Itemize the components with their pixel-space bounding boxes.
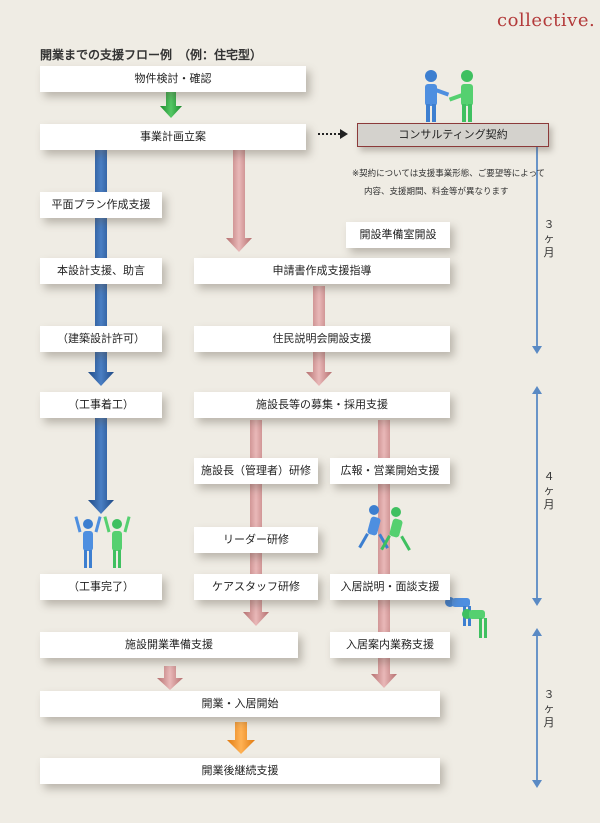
box-opening: 開業・入居開始 xyxy=(40,691,440,717)
box-recruit: 施設長等の募集・採用支援 xyxy=(194,392,450,418)
pink-arrow-1 xyxy=(226,150,252,252)
running-people-icon xyxy=(358,505,411,551)
period-1-suffix: 月 xyxy=(543,246,555,259)
orange-arrow xyxy=(227,722,255,754)
box-move-in-interview: 入居説明・面談支援 xyxy=(330,574,450,600)
box-construction-done: （工事完了） xyxy=(40,574,162,600)
box-application: 申請書作成支援指導 xyxy=(194,258,450,284)
box-construction-start: （工事着工） xyxy=(40,392,162,418)
pink-arrow-5 xyxy=(157,666,183,690)
blue-arrow-lower xyxy=(88,418,114,514)
period-label-3: ３ ヶ 月 xyxy=(542,688,556,730)
period-1-num: ３ xyxy=(543,218,555,231)
box-care-staff: ケアスタッフ研修 xyxy=(194,574,318,600)
box-plan-support: 平面プラン作成支援 xyxy=(40,192,162,218)
dotted-arrow-head xyxy=(340,129,348,139)
box-business-plan: 事業計画立案 xyxy=(40,124,306,150)
box-prep-office: 開設準備室開設 xyxy=(346,222,450,248)
period-2-suffix: 月 xyxy=(543,498,555,511)
contract-note-line2: 内容、支援期間、料金等が異なります xyxy=(364,187,509,197)
period-3-unit: ヶ xyxy=(543,702,555,715)
period-3-suffix: 月 xyxy=(543,716,555,729)
box-permit: （建築設計許可） xyxy=(40,326,162,352)
pink-arrow-4 xyxy=(371,420,397,688)
brand-logo: collective. xyxy=(497,10,596,31)
cheering-people-icon xyxy=(74,516,131,568)
period-label-2: ４ ヶ 月 xyxy=(542,470,556,512)
timeline-2 xyxy=(532,386,542,606)
period-label-1: ３ ヶ 月 xyxy=(542,218,556,260)
box-move-in-guide: 入居案内業務支援 xyxy=(330,632,450,658)
consulting-contract-box: コンサルティング契約 xyxy=(357,123,549,147)
box-design-support: 本設計支援、助言 xyxy=(40,258,162,284)
box-facility-prep: 施設開業準備支援 xyxy=(40,632,298,658)
contract-note-line1: ※契約については支援事業形態、ご要望等によって xyxy=(352,169,546,179)
green-arrow xyxy=(160,92,182,118)
bowing-people-icon xyxy=(445,597,487,638)
period-1-unit: ヶ xyxy=(543,232,555,245)
period-2-unit: ヶ xyxy=(543,484,555,497)
page-title: 開業までの支援フロー例 （例：住宅型） xyxy=(40,48,263,62)
box-resident-meeting: 住民説明会開設支援 xyxy=(194,326,450,352)
box-followup: 開業後継続支援 xyxy=(40,758,440,784)
box-leader-training: リーダー研修 xyxy=(194,527,318,553)
timeline-3 xyxy=(532,628,542,788)
period-2-num: ４ xyxy=(543,470,555,483)
box-manager-training: 施設長（管理者）研修 xyxy=(194,458,318,484)
box-pr-sales: 広報・営業開始支援 xyxy=(330,458,450,484)
period-3-num: ３ xyxy=(543,688,555,701)
pink-arrow-3 xyxy=(243,420,269,626)
box-property: 物件検討・確認 xyxy=(40,66,306,92)
handshake-people-icon xyxy=(425,70,473,122)
